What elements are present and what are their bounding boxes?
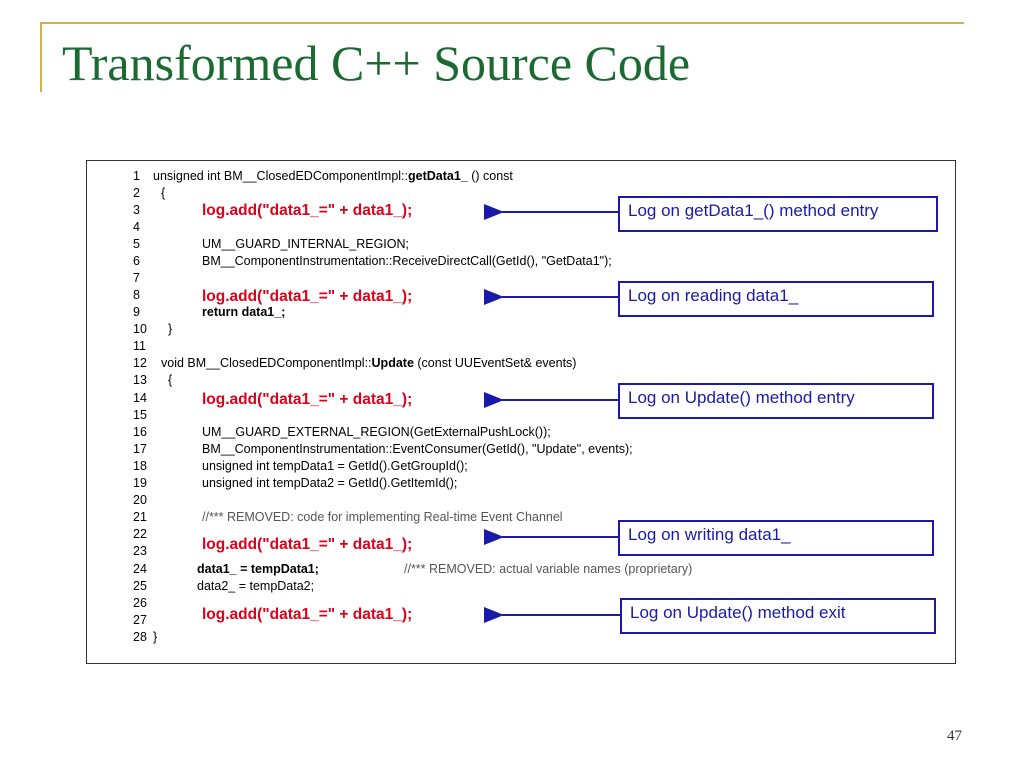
code-comment: //*** REMOVED: actual variable names (pr…	[404, 562, 693, 576]
line-number: 1	[133, 169, 140, 183]
callout-write-data1: Log on writing data1_	[618, 520, 934, 556]
left-accent-rule	[40, 22, 42, 92]
line-number: 26	[133, 596, 147, 610]
code-line: }	[153, 630, 158, 644]
code-line: unsigned int tempData2 = GetId().GetItem…	[202, 476, 458, 490]
line-number: 20	[133, 493, 147, 507]
line-number: 7	[133, 271, 140, 285]
page-number: 47	[947, 728, 962, 744]
code-line: data2_ = tempData2;	[197, 579, 315, 593]
code-listing-box	[86, 160, 956, 664]
log-statement: log.add("data1_=" + data1_);	[202, 202, 413, 219]
line-number: 3	[133, 203, 140, 217]
code-line: data1_ = tempData1;	[197, 562, 319, 576]
code-line: BM__ComponentInstrumentation::ReceiveDir…	[202, 254, 612, 268]
log-statement: log.add("data1_=" + data1_);	[202, 391, 413, 408]
code-line: {	[161, 186, 166, 200]
log-statement: log.add("data1_=" + data1_);	[202, 606, 413, 623]
line-number: 12	[133, 356, 147, 370]
line-number: 27	[133, 613, 147, 627]
code-line: UM__GUARD_EXTERNAL_REGION(GetExternalPus…	[202, 425, 551, 439]
line-number: 5	[133, 237, 140, 251]
log-statement: log.add("data1_=" + data1_);	[202, 288, 413, 305]
line-number: 23	[133, 544, 147, 558]
code-line: void BM__ClosedEDComponentImpl::Update (…	[161, 356, 577, 370]
line-number: 13	[133, 373, 147, 387]
slide-title: Transformed C++ Source Code	[62, 35, 691, 91]
code-line: UM__GUARD_INTERNAL_REGION;	[202, 237, 409, 251]
line-number: 4	[133, 220, 140, 234]
line-number: 16	[133, 425, 147, 439]
line-number: 28	[133, 630, 147, 644]
line-number: 15	[133, 408, 147, 422]
callout-read-data1: Log on reading data1_	[618, 281, 934, 317]
code-line: BM__ComponentInstrumentation::EventConsu…	[202, 442, 633, 456]
line-number: 2	[133, 186, 140, 200]
line-number: 19	[133, 476, 147, 490]
callout-getdata-entry: Log on getData1_() method entry	[618, 196, 938, 232]
code-line: return data1_;	[202, 305, 286, 319]
callout-update-entry: Log on Update() method entry	[618, 383, 934, 419]
code-line: unsigned int BM__ClosedEDComponentImpl::…	[153, 169, 513, 183]
log-statement: log.add("data1_=" + data1_);	[202, 536, 413, 553]
line-number: 11	[133, 339, 146, 353]
line-number: 17	[133, 442, 147, 456]
line-number: 10	[133, 322, 147, 336]
line-number: 22	[133, 527, 147, 541]
line-number: 21	[133, 510, 147, 524]
code-line: unsigned int tempData1 = GetId().GetGrou…	[202, 459, 468, 473]
top-accent-rule	[40, 22, 964, 24]
code-line: {	[168, 373, 173, 387]
code-line: }	[168, 322, 173, 336]
code-comment: //*** REMOVED: code for implementing Rea…	[202, 510, 563, 524]
line-number: 14	[133, 391, 147, 405]
line-number: 25	[133, 579, 147, 593]
line-number: 8	[133, 288, 140, 302]
line-number: 24	[133, 562, 147, 576]
line-number: 9	[133, 305, 140, 319]
line-number: 18	[133, 459, 147, 473]
line-number: 6	[133, 254, 140, 268]
callout-update-exit: Log on Update() method exit	[620, 598, 936, 634]
